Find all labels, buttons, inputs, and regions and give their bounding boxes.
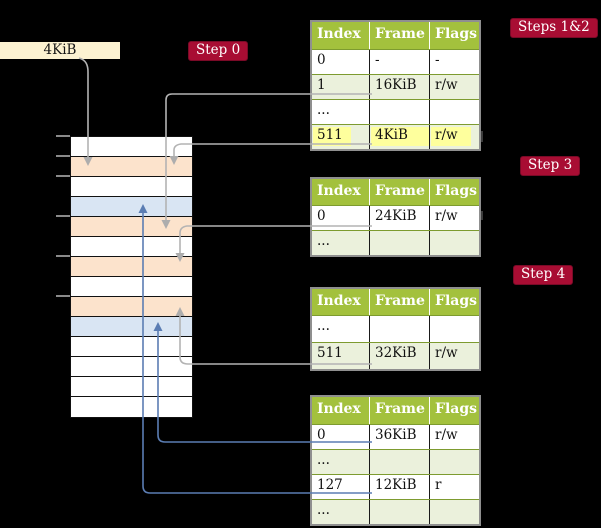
frame-size-label: 4KiB — [0, 42, 120, 59]
table-row: ... — [312, 499, 479, 524]
table-cell: 0 — [317, 208, 326, 224]
header-cell-frame: Frame — [369, 22, 429, 49]
highlighted-value: r/w — [431, 127, 471, 146]
header-cell-index: Index — [317, 293, 361, 309]
header-cell-frame: Frame — [369, 179, 429, 205]
table-cell: ... — [317, 452, 330, 468]
memory-row — [71, 217, 192, 237]
table-cell: r/w — [429, 125, 479, 149]
table-cell: ... — [317, 102, 330, 118]
table-cell: ... — [317, 318, 330, 334]
header-cell-flags: Flags — [429, 397, 479, 424]
memory-tick — [56, 255, 70, 257]
memory-row — [71, 277, 192, 297]
table-row: ... — [312, 99, 479, 124]
table-row: 0 -- — [312, 49, 479, 74]
table-cell: 511 — [317, 345, 343, 361]
step-0-badge: Step 0 — [188, 41, 249, 61]
header-cell-frame: Frame — [369, 397, 429, 424]
table-cell — [429, 100, 479, 124]
table1-right-nub — [481, 131, 483, 142]
highlighted-value: 511 — [313, 127, 351, 146]
header-cell-flags: Flags — [429, 22, 479, 49]
memory-row — [71, 377, 192, 397]
memory-row — [71, 237, 192, 257]
table-cell — [429, 231, 479, 255]
table-cell: 511 — [312, 125, 369, 149]
memory-row — [71, 137, 192, 157]
memory-row — [71, 357, 192, 377]
table-cell: 4KiB — [369, 125, 429, 149]
table-cell: 1 — [317, 77, 326, 93]
table-row: ... — [312, 230, 479, 255]
table-cell — [429, 316, 479, 342]
memory-row — [71, 177, 192, 197]
table-cell — [369, 316, 429, 342]
header-cell-flags: Flags — [429, 289, 479, 315]
physical-memory-stack — [70, 136, 193, 418]
memory-row — [71, 297, 192, 317]
table-row: ... — [312, 449, 479, 474]
header-cell-frame: Frame — [369, 289, 429, 315]
memory-row — [71, 337, 192, 357]
table-cell — [369, 500, 429, 524]
table-cell: 32KiB — [369, 343, 429, 369]
memory-row — [71, 257, 192, 277]
memory-tick — [56, 175, 70, 177]
table-cell: ... — [317, 502, 330, 518]
memory-row — [71, 397, 192, 417]
table-cell: r/w — [429, 75, 479, 99]
table-cell: 0 — [317, 427, 326, 443]
table-cell: 12KiB — [369, 475, 429, 499]
header-cell-index: Index — [317, 183, 361, 199]
table-cell — [429, 450, 479, 474]
table-cell: r/w — [429, 343, 479, 369]
table-cell: 16KiB — [369, 75, 429, 99]
highlighted-value: 4KiB — [371, 127, 429, 146]
table-cell: 36KiB — [369, 425, 429, 449]
step-3-badge: Step 3 — [520, 156, 581, 176]
memory-tick — [56, 215, 70, 217]
table-cell — [369, 450, 429, 474]
memory-row — [71, 197, 192, 217]
table2-right-nub — [481, 211, 483, 220]
table-cell: 24KiB — [369, 206, 429, 230]
table-cell: r/w — [429, 425, 479, 449]
memory-tick — [56, 135, 70, 137]
table-cell: 127 — [317, 477, 343, 493]
steps-1-2-badge: Steps 1&2 — [510, 18, 598, 38]
memory-tick — [56, 155, 70, 157]
memory-row — [71, 157, 192, 177]
table-cell: 0 — [317, 52, 326, 68]
table-cell — [369, 100, 429, 124]
header-cell-index: Index — [317, 401, 361, 417]
table-cell: r/w — [429, 206, 479, 230]
table-cell — [429, 500, 479, 524]
step-4-badge: Step 4 — [513, 265, 574, 285]
table-cell: r — [429, 475, 479, 499]
table-cell: - — [429, 50, 479, 74]
table-row: ... — [312, 315, 479, 342]
header-cell-flags: Flags — [429, 179, 479, 205]
table-cell: - — [369, 50, 429, 74]
header-cell-index: Index — [317, 26, 361, 42]
memory-row — [71, 317, 192, 337]
memory-tick — [56, 295, 70, 297]
table-cell — [369, 231, 429, 255]
table-cell: ... — [317, 233, 330, 249]
